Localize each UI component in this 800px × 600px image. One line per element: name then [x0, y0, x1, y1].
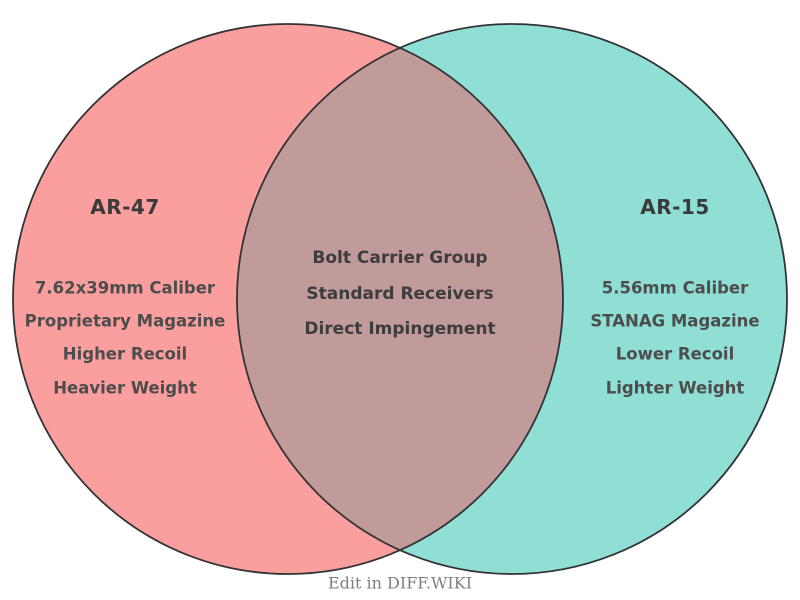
left-circle-outline	[12, 23, 564, 575]
right-circle-outline	[236, 23, 788, 575]
intersection-region	[237, 24, 563, 574]
edit-in-diffwiki-link[interactable]: Edit in DIFF.WIKI	[327, 573, 473, 593]
